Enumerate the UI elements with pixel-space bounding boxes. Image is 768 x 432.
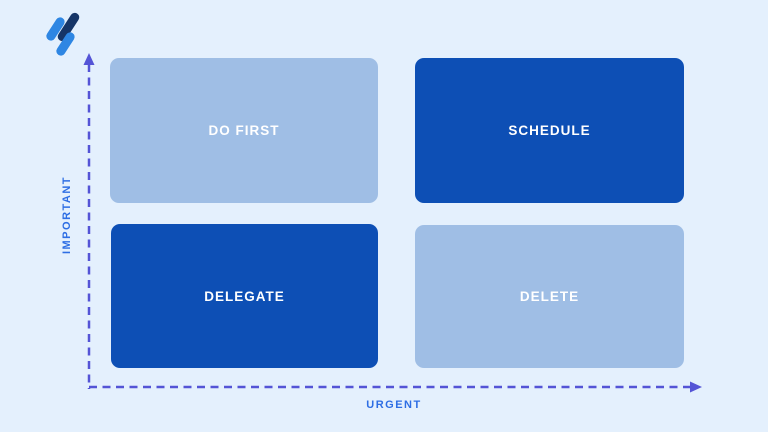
quadrant-delegate-label: DELEGATE	[204, 288, 285, 304]
quadrant-delegate: DELEGATE	[111, 224, 378, 368]
x-axis-label: URGENT	[366, 399, 422, 411]
quadrant-schedule: SCHEDULE	[415, 58, 684, 203]
x-axis-arrow-icon	[690, 381, 702, 393]
quadrant-do-first: DO FIRST	[110, 58, 378, 203]
quadrant-do-first-label: DO FIRST	[208, 123, 280, 138]
quadrant-delete: DELETE	[415, 225, 684, 368]
quadrant-schedule-label: SCHEDULE	[508, 123, 591, 138]
y-axis-arrow-icon	[83, 53, 95, 65]
y-axis-label: IMPORTANT	[61, 175, 73, 255]
quadrant-delete-label: DELETE	[519, 289, 580, 304]
